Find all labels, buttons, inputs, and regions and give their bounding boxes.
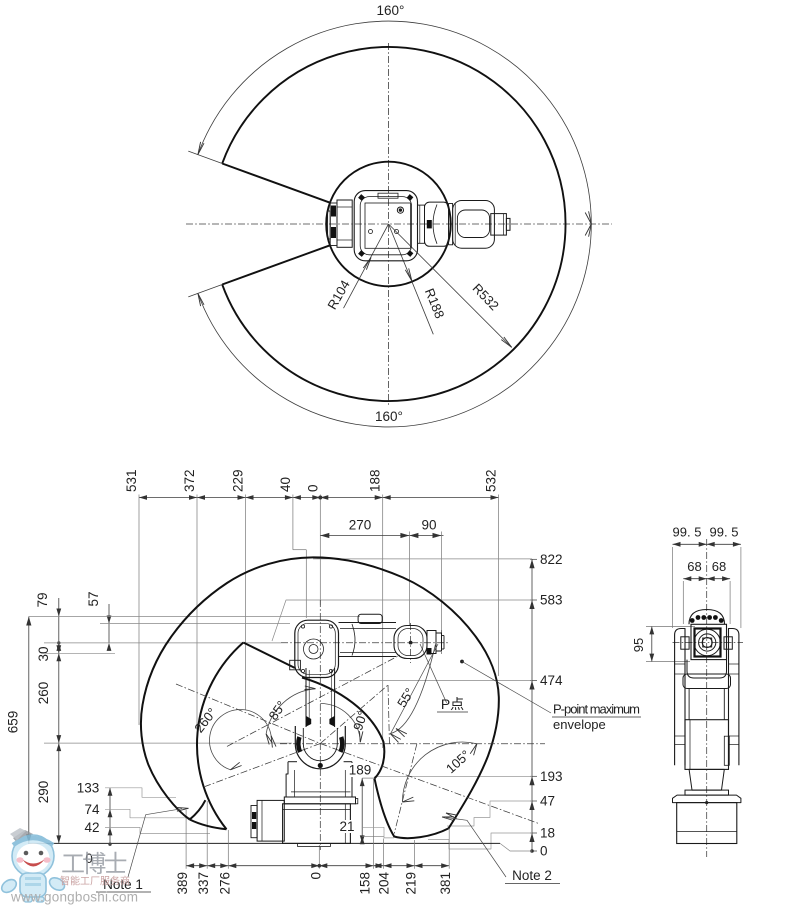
svg-text:90: 90 (421, 518, 436, 533)
svg-text:474: 474 (540, 673, 563, 688)
svg-text:204: 204 (377, 872, 392, 895)
svg-text:57: 57 (86, 591, 101, 606)
svg-text:532: 532 (484, 469, 499, 492)
svg-text:290: 290 (36, 781, 51, 804)
svg-text:0: 0 (305, 484, 320, 492)
svg-text:工博士: 工博士 (61, 851, 129, 878)
svg-text:79: 79 (35, 592, 50, 607)
svg-text:47: 47 (540, 794, 555, 809)
svg-text:229: 229 (231, 469, 246, 492)
svg-text:531: 531 (124, 469, 139, 492)
svg-text:21: 21 (339, 819, 354, 834)
svg-text:133: 133 (77, 781, 100, 796)
svg-text:158: 158 (358, 872, 373, 895)
svg-text:30: 30 (36, 646, 51, 661)
svg-text:0: 0 (85, 851, 93, 866)
svg-text:381: 381 (438, 872, 453, 895)
svg-text:Note 1: Note 1 (103, 877, 143, 892)
svg-text:envelope: envelope (553, 717, 606, 732)
svg-text:193: 193 (540, 769, 563, 784)
svg-text:189: 189 (349, 763, 372, 778)
svg-text:0: 0 (308, 872, 323, 880)
svg-text:68: 68 (687, 559, 701, 574)
svg-text:智能工厂服务商: 智能工厂服务商 (60, 875, 130, 888)
svg-text:270: 270 (349, 518, 372, 533)
svg-text:276: 276 (217, 872, 232, 895)
svg-text:40: 40 (278, 477, 293, 492)
svg-text:18: 18 (540, 826, 555, 841)
svg-text:822: 822 (540, 552, 563, 567)
svg-text:583: 583 (540, 593, 563, 608)
svg-text:99. 5: 99. 5 (673, 525, 702, 540)
svg-text:160°: 160° (377, 3, 405, 18)
svg-text:219: 219 (404, 872, 419, 895)
svg-text:389: 389 (175, 872, 190, 895)
svg-text:0: 0 (540, 844, 548, 859)
svg-text:95: 95 (631, 638, 646, 652)
svg-text:337: 337 (196, 872, 211, 895)
svg-text:68: 68 (712, 559, 726, 574)
svg-text:Note 2: Note 2 (512, 868, 552, 883)
svg-text:372: 372 (182, 469, 197, 492)
svg-text:99. 5: 99. 5 (710, 525, 739, 540)
svg-text:www.gongboshi.com: www.gongboshi.com (10, 890, 138, 905)
svg-text:P点: P点 (441, 696, 464, 712)
svg-text:160°: 160° (375, 409, 403, 424)
svg-text:90°: 90° (350, 709, 370, 732)
svg-text:659: 659 (6, 711, 21, 734)
svg-text:P-point maximum: P-point maximum (553, 702, 640, 717)
svg-text:42: 42 (84, 820, 99, 835)
svg-text:188: 188 (368, 469, 383, 492)
svg-text:74: 74 (84, 802, 100, 817)
svg-text:260: 260 (36, 682, 51, 705)
